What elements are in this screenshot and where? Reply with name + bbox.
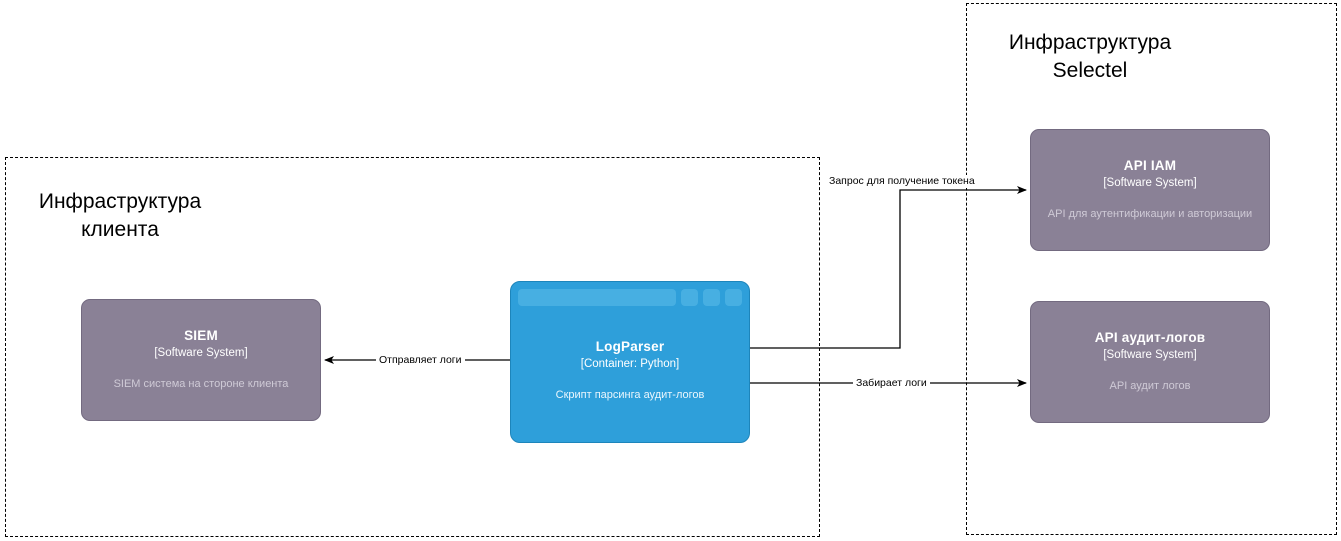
node-api-audit-name: API аудит-логов (1094, 330, 1206, 346)
window-button-maximize-icon[interactable] (703, 289, 720, 306)
node-api-audit-description: API аудит логов (1109, 380, 1191, 393)
window-button-minimize-icon[interactable] (681, 289, 698, 306)
node-logparser-type: [Container: Python] (580, 358, 680, 371)
node-api-iam[interactable]: API IAM [Software System] API для аутент… (1030, 129, 1270, 251)
window-button-close-icon[interactable] (725, 289, 742, 306)
node-logparser[interactable]: LogParser [Container: Python] Скрипт пар… (510, 281, 750, 443)
window-chrome (518, 289, 742, 306)
node-logparser-name: LogParser (595, 339, 665, 355)
boundary-selectel (966, 3, 1337, 535)
edge-label-logparser-to-api-iam: Запрос для получение токена (826, 175, 978, 188)
edge-label-logparser-to-siem: Отправляет логи (376, 354, 465, 367)
node-logparser-description: Скрипт парсинга аудит-логов (555, 389, 705, 402)
node-api-audit[interactable]: API аудит-логов [Software System] API ау… (1030, 301, 1270, 423)
node-api-audit-type: [Software System] (1103, 349, 1197, 362)
window-body: LogParser [Container: Python] Скрипт пар… (518, 309, 742, 433)
node-siem-description: SIEM система на стороне клиента (113, 378, 289, 391)
window-titlebar (518, 289, 676, 306)
node-siem[interactable]: SIEM [Software System] SIEM система на с… (81, 299, 321, 421)
node-api-iam-description: API для аутентификации и авторизации (1047, 208, 1253, 221)
node-api-iam-type: [Software System] (1103, 177, 1197, 190)
node-siem-name: SIEM (184, 328, 218, 344)
node-siem-type: [Software System] (154, 347, 248, 360)
node-api-iam-name: API IAM (1123, 158, 1177, 174)
edge-label-logparser-to-api-audit: Забирает логи (853, 377, 930, 390)
